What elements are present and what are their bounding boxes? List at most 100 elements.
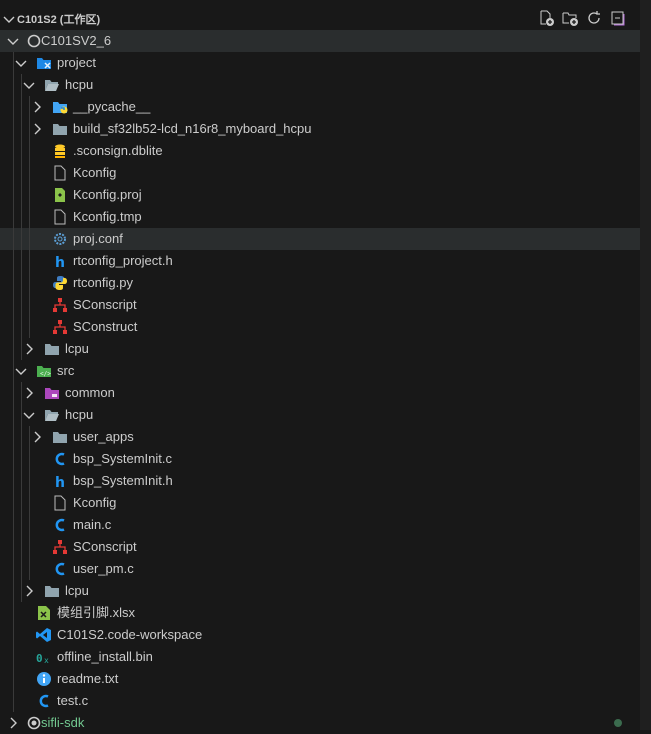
item-label: main.c: [73, 517, 112, 532]
folder-lcpu[interactable]: lcpu: [0, 580, 640, 602]
info-icon: [37, 672, 51, 686]
indent-guide: [21, 184, 22, 206]
indent-guide: [21, 426, 22, 448]
chevron-down-icon[interactable]: [14, 363, 28, 379]
indent-guide: [29, 206, 30, 228]
item-label: user_apps: [73, 429, 134, 444]
file-sconstruct[interactable]: SConstruct: [0, 316, 640, 338]
indent-guide: [13, 338, 14, 360]
file-kconfig-proj[interactable]: Kconfig.proj: [0, 184, 640, 206]
database-icon: [55, 144, 65, 158]
indent-guide: [13, 294, 14, 316]
chevron-right-icon[interactable]: [30, 121, 44, 137]
indent-guide: [21, 96, 22, 118]
folder-pycache[interactable]: __pycache__: [0, 96, 640, 118]
indent-guide: [13, 492, 14, 514]
indent-guide: [13, 162, 14, 184]
chevron-down-icon[interactable]: [14, 55, 28, 71]
new-folder-icon[interactable]: [562, 10, 578, 26]
chevron-down-icon[interactable]: [22, 407, 36, 423]
chevron-right-icon[interactable]: [30, 429, 44, 445]
item-label: __pycache__: [73, 99, 151, 114]
indent-guide: [21, 492, 22, 514]
file-readme-txt[interactable]: readme.txt: [0, 668, 640, 690]
indent-guide: [29, 558, 30, 580]
collapse-all-icon[interactable]: [610, 10, 626, 26]
file-rtconfig-py[interactable]: rtconfig.py: [0, 272, 640, 294]
indent-guide: [21, 294, 22, 316]
file-bsp-systeminit-c[interactable]: bsp_SystemInit.c: [0, 448, 640, 470]
chevron-down-icon[interactable]: [6, 33, 20, 49]
chevron-down-icon[interactable]: [22, 77, 36, 93]
indent-guide: [29, 184, 30, 206]
file-main-c[interactable]: main.c: [0, 514, 640, 536]
item-label: C101S2.code-workspace: [57, 627, 203, 642]
folder-lcpu[interactable]: lcpu: [0, 338, 640, 360]
indent-guide: [13, 382, 14, 404]
folder-common[interactable]: common: [0, 382, 640, 404]
folder-src[interactable]: </>src: [0, 360, 640, 382]
file-kconfig[interactable]: Kconfig: [0, 162, 640, 184]
vscode-icon: [36, 628, 51, 642]
file-sconscript[interactable]: SConscript: [0, 536, 640, 558]
indent-guide: [21, 162, 22, 184]
file-icon: [54, 495, 66, 511]
folder-project-icon: [37, 58, 51, 69]
indent-guide: [13, 52, 14, 74]
refresh-icon[interactable]: [586, 10, 602, 26]
item-label: readme.txt: [57, 671, 119, 686]
folder-hcpu[interactable]: hcpu: [0, 74, 640, 96]
file-test-c[interactable]: test.c: [0, 690, 640, 712]
indent-guide: [21, 206, 22, 228]
item-label: C101SV2_6: [41, 33, 112, 48]
indent-guide: [29, 470, 30, 492]
file-sconscript[interactable]: SConscript: [0, 294, 640, 316]
file-proj-conf[interactable]: proj.conf: [0, 228, 640, 250]
item-label: SConstruct: [73, 319, 138, 334]
item-label: build_sf32lb52-lcd_n16r8_myboard_hcpu: [73, 121, 312, 136]
indent-guide: [13, 316, 14, 338]
folder-sifli-sdk[interactable]: sifli-sdk: [0, 712, 640, 734]
item-label: hcpu: [65, 77, 94, 92]
indent-guide: [21, 272, 22, 294]
item-label: rtconfig.py: [73, 275, 133, 290]
indent-guide: [29, 514, 30, 536]
chevron-right-icon[interactable]: [22, 341, 36, 357]
file-user-pm-c[interactable]: user_pm.c: [0, 558, 640, 580]
root-dot-icon: [27, 716, 41, 730]
file-green-icon: [55, 188, 65, 202]
file-kconfig-tmp[interactable]: Kconfig.tmp: [0, 206, 640, 228]
new-file-icon[interactable]: [538, 10, 554, 26]
indent-guide: [21, 536, 22, 558]
indent-guide: [29, 294, 30, 316]
folder-build-sf32lb52-lcd-n16r8-myboard-hcpu[interactable]: build_sf32lb52-lcd_n16r8_myboard_hcpu: [0, 118, 640, 140]
chevron-right-icon[interactable]: [30, 99, 44, 115]
svg-text:</>: </>: [40, 371, 51, 378]
chevron-down-icon[interactable]: [2, 11, 16, 27]
folder-project[interactable]: project: [0, 52, 640, 74]
folder-user-apps[interactable]: user_apps: [0, 426, 640, 448]
folder-hcpu[interactable]: hcpu: [0, 404, 640, 426]
file-kconfig[interactable]: Kconfig: [0, 492, 640, 514]
folder-c101sv2-6[interactable]: C101SV2_6: [0, 30, 640, 52]
file-xlsx[interactable]: 模组引脚.xlsx: [0, 602, 640, 624]
file-c101s2-code-workspace[interactable]: C101S2.code-workspace: [0, 624, 640, 646]
indent-guide: [13, 360, 14, 382]
chevron-right-icon[interactable]: [6, 715, 20, 731]
chevron-right-icon[interactable]: [22, 385, 36, 401]
workspace-header[interactable]: C101S2 (工作区): [0, 8, 640, 30]
item-label: lcpu: [65, 583, 89, 598]
indent-guide: [13, 250, 14, 272]
indent-guide: [21, 514, 22, 536]
item-label: SConscript: [73, 297, 137, 312]
chevron-right-icon[interactable]: [22, 583, 36, 599]
indent-guide: [13, 206, 14, 228]
file-sconsign-dblite[interactable]: .sconsign.dblite: [0, 140, 640, 162]
folder-icon: [45, 586, 59, 597]
python-icon: [53, 276, 67, 290]
scrollbar[interactable]: [640, 0, 651, 730]
